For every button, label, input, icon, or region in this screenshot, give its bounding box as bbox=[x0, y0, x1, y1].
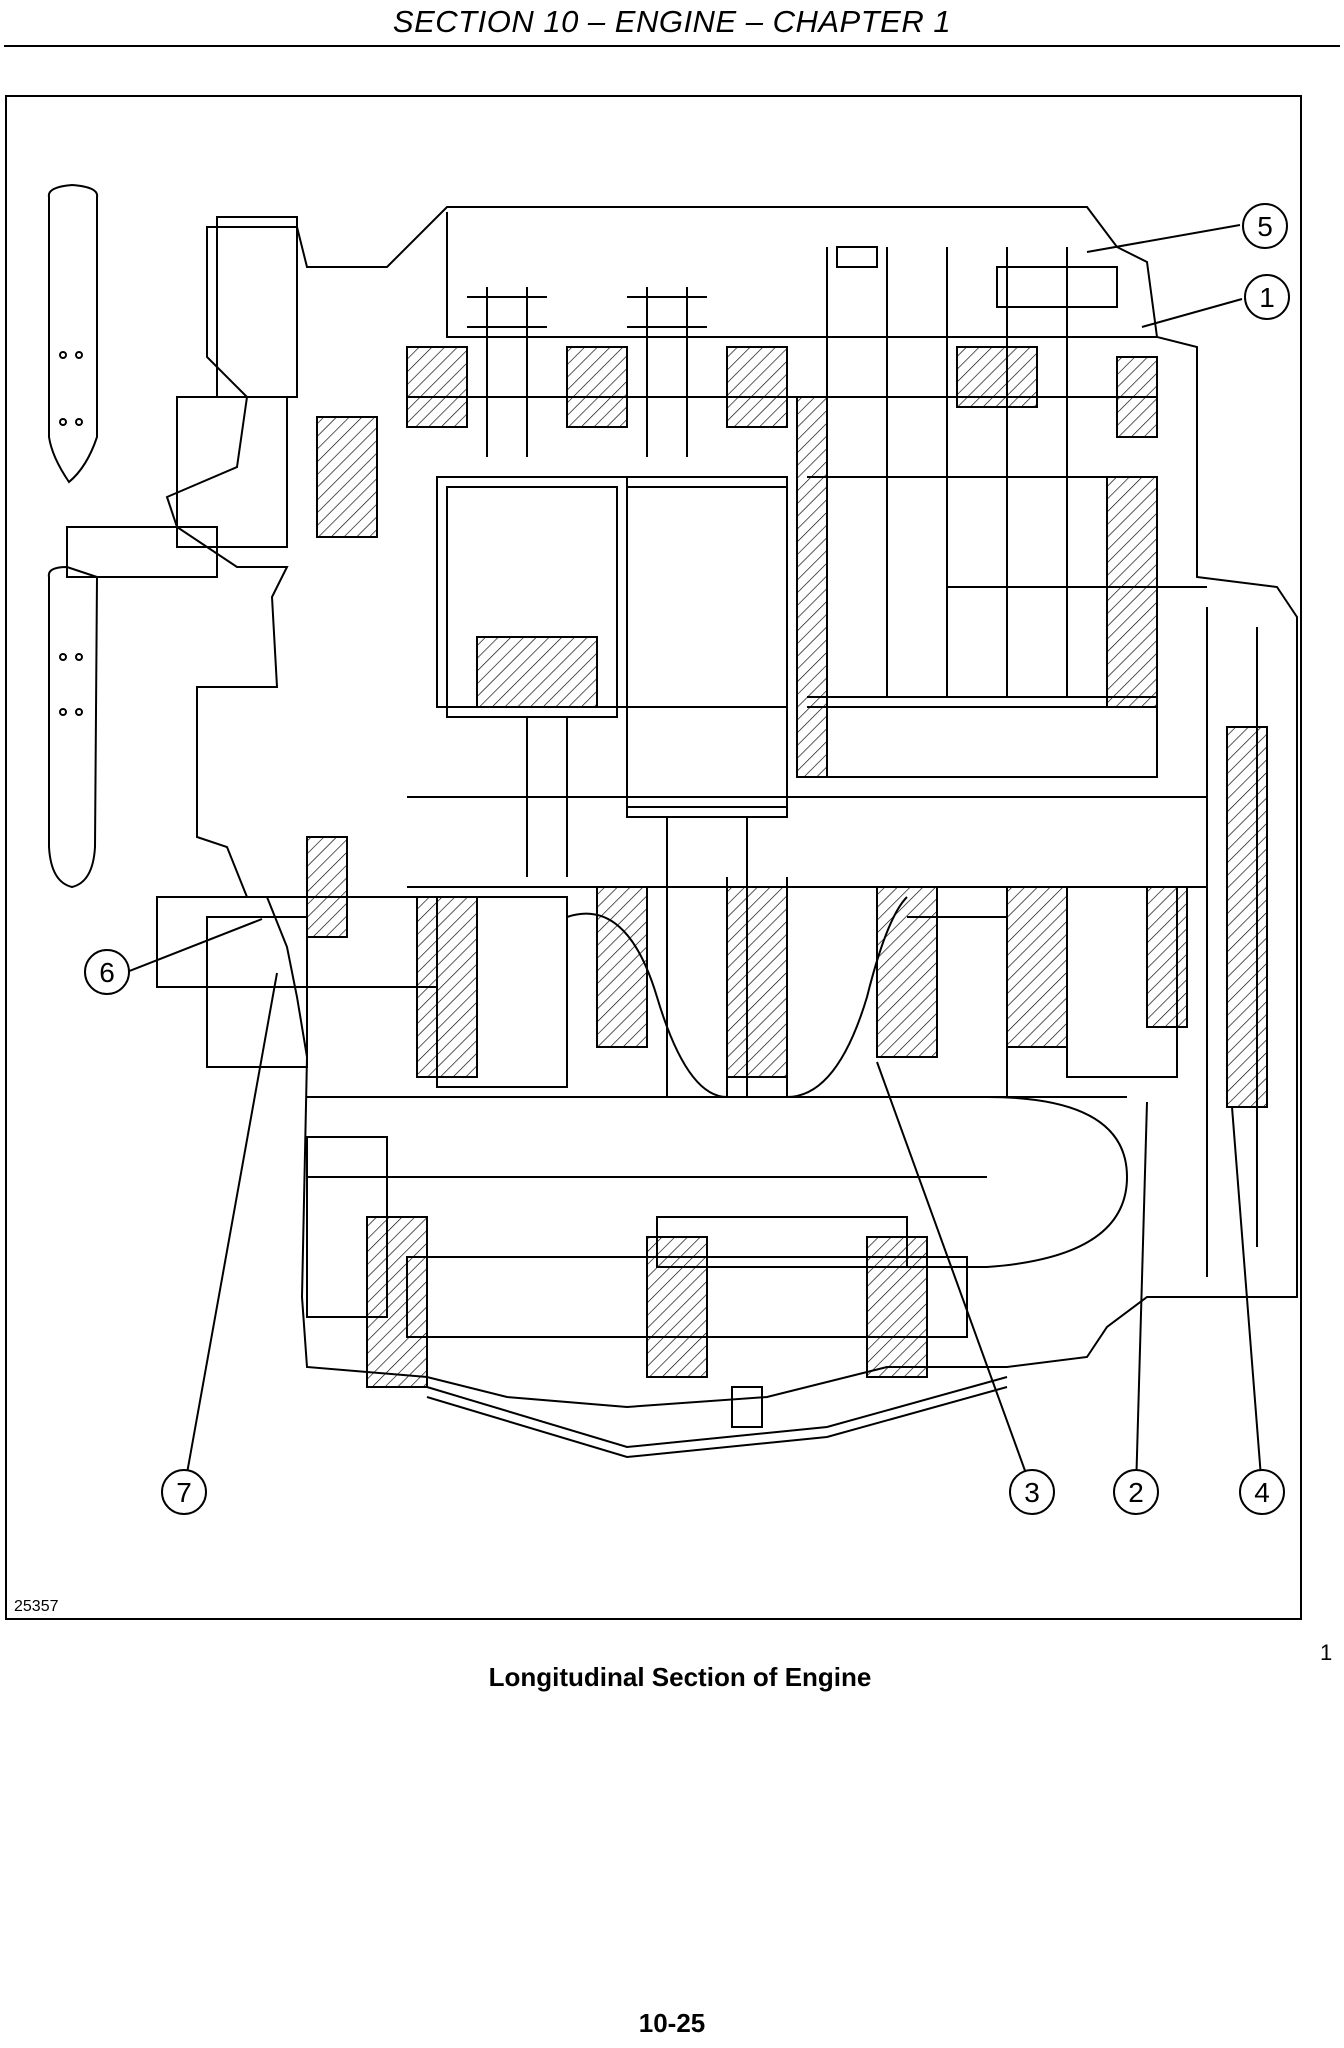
front-pulley bbox=[66, 216, 388, 1318]
callout-2: 2 bbox=[1113, 1469, 1159, 1515]
hatched-sections bbox=[306, 346, 1268, 1388]
svg-text:2: 2 bbox=[1128, 1477, 1144, 1508]
section-title: SECTION 10 – ENGINE – CHAPTER 1 bbox=[392, 4, 952, 39]
pistons bbox=[446, 486, 788, 1097]
header-divider bbox=[4, 45, 1340, 47]
svg-text:6: 6 bbox=[99, 957, 115, 988]
page-header: SECTION 10 – ENGINE – CHAPTER 1 bbox=[0, 0, 1344, 47]
leader-lines bbox=[126, 224, 1263, 1491]
oil-pan bbox=[426, 1376, 1008, 1459]
figure-caption: Longitudinal Section of Engine bbox=[488, 1662, 872, 1692]
callout-6: 6 bbox=[84, 949, 130, 995]
svg-text:3: 3 bbox=[1024, 1477, 1040, 1508]
callout-1: 1 bbox=[1244, 274, 1290, 320]
callout-4: 4 bbox=[1239, 1469, 1285, 1515]
svg-text:5: 5 bbox=[1257, 211, 1273, 242]
fan-blade bbox=[47, 183, 99, 889]
svg-text:7: 7 bbox=[176, 1477, 192, 1508]
plate-number: 1 bbox=[1320, 1640, 1333, 1665]
figure-number: 25357 bbox=[14, 1598, 59, 1615]
svg-text:1: 1 bbox=[1259, 282, 1275, 313]
valve-train bbox=[467, 246, 1118, 697]
crankshaft bbox=[156, 877, 1178, 1338]
callout-5: 5 bbox=[1242, 203, 1288, 249]
engine-section-drawing: 5 1 6 7 3 2 4 bbox=[47, 183, 1298, 1515]
callout-3: 3 bbox=[1009, 1469, 1055, 1515]
callout-7: 7 bbox=[161, 1469, 207, 1515]
page-number: 10-25 bbox=[638, 2008, 706, 2038]
svg-text:4: 4 bbox=[1254, 1477, 1270, 1508]
figure-frame: 5 1 6 7 3 2 4 bbox=[5, 95, 1302, 1620]
